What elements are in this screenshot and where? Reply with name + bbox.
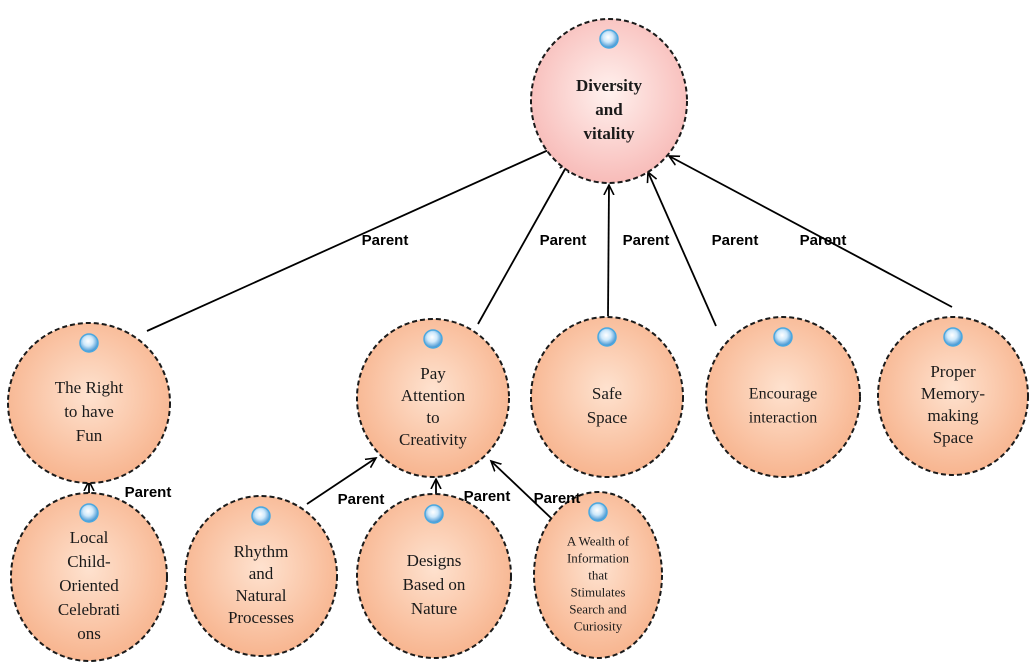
edge-label-creativity: Parent — [540, 232, 587, 249]
node-label-line: The Right — [55, 378, 124, 397]
node-label-line: that — [588, 567, 608, 582]
node-label-line: Fun — [76, 426, 103, 445]
node-label-line: and — [595, 100, 623, 119]
node-label-line: Nature — [411, 599, 457, 618]
node-label-line: Attention — [401, 386, 466, 405]
node-label-line: Local — [70, 528, 109, 547]
node-label-line: Diversity — [576, 76, 643, 95]
blue-dot-icon — [424, 504, 444, 524]
edge-label-interaction: Parent — [712, 232, 759, 249]
node-label-line: Encourage — [749, 386, 817, 403]
node-label-line: Information — [567, 550, 630, 565]
edge-creativity-to-diversity — [477, 162, 569, 325]
node-label-line: Creativity — [399, 430, 467, 449]
node-circle — [356, 318, 510, 478]
blue-dot-icon — [423, 329, 443, 349]
node-diversity: Diversity and vitality — [530, 18, 688, 184]
node-label-line: Child- — [67, 552, 111, 571]
node-label-line: Stimulates — [571, 584, 626, 599]
blue-dot-icon — [79, 503, 99, 523]
edge-label-rhythm: Parent — [338, 491, 385, 508]
node-label-line: ons — [77, 624, 101, 643]
edge-label-celebrations: Parent — [125, 484, 172, 501]
node-label-line: and — [249, 564, 274, 583]
blue-dot-icon — [773, 327, 793, 347]
node-circle — [705, 316, 861, 478]
blue-dot-icon — [79, 333, 99, 353]
node-label-line: Based on — [403, 575, 466, 594]
edge-wealth-to-creativity — [491, 461, 552, 519]
blue-dot-icon — [943, 327, 963, 347]
edge-fun-to-diversity — [146, 143, 564, 332]
edge-label-memory: Parent — [800, 232, 847, 249]
blue-dot-icon — [588, 502, 608, 522]
node-label-line: to — [426, 408, 439, 427]
blue-dot-icon — [597, 327, 617, 347]
blue-dot-icon — [599, 29, 619, 49]
edge-label-designs: Parent — [464, 488, 511, 505]
node-label-line: Safe — [592, 384, 622, 403]
edge-rhythm-to-creativity — [306, 458, 376, 505]
node-label-line: Space — [587, 408, 628, 427]
node-label-line: Curiosity — [574, 618, 623, 633]
node-label-line: Space — [933, 428, 974, 447]
node-label-line: Celebrati — [58, 600, 121, 619]
node-circle — [184, 495, 338, 657]
node-label-line: Oriented — [59, 576, 119, 595]
node-label-line: Designs — [407, 551, 462, 570]
node-circle — [530, 316, 684, 478]
node-circle — [530, 18, 688, 184]
edge-label-safe: Parent — [623, 232, 670, 249]
node-label-line: Natural — [236, 586, 287, 605]
node-label-line: Memory- — [921, 384, 986, 403]
node-label-line: Pay — [420, 364, 446, 383]
node-circle — [533, 491, 663, 659]
edge-label-wealth: Parent — [534, 490, 581, 507]
node-circle — [10, 492, 168, 662]
node-label-line: Processes — [228, 608, 294, 627]
edge-label-fun: Parent — [362, 232, 409, 249]
node-label-line: to have — [64, 402, 114, 421]
node-wealth: A Wealth of Information thatStimulatesSear… — [533, 491, 663, 659]
edge-safe-to-diversity — [608, 185, 609, 317]
node-circle — [356, 493, 512, 659]
node-label-line: interaction — [749, 410, 817, 427]
node-label-line: making — [928, 406, 979, 425]
node-label-line: vitality — [584, 124, 635, 143]
node-label-line: A Wealth of — [567, 533, 630, 548]
node-label-line: Proper — [930, 362, 976, 381]
node-circle — [877, 316, 1029, 476]
node-circle — [7, 322, 171, 484]
node-label-line: Search and — [569, 601, 627, 616]
node-label-line: Rhythm — [234, 542, 289, 561]
edge-memory-to-diversity — [669, 156, 953, 308]
edge-interaction-to-diversity — [648, 172, 717, 327]
blue-dot-icon — [251, 506, 271, 526]
node-interaction: Encourage interaction — [705, 316, 861, 478]
